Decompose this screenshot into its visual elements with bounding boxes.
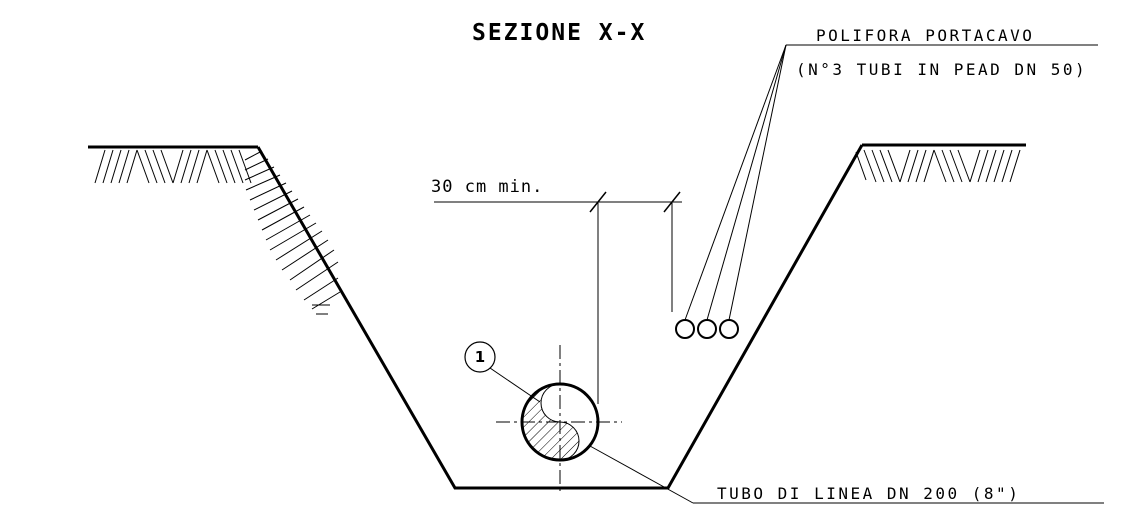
trench-slope-hatch xyxy=(244,150,341,315)
callout-marker xyxy=(464,341,541,403)
ground-surface-left xyxy=(88,145,258,184)
conduit-label-line1: POLIFORA PORTACAVO xyxy=(816,26,1034,45)
conduit-tube-2 xyxy=(697,319,717,339)
conduit-label-line2: (N°3 TUBI IN PEAD DN 50) xyxy=(796,60,1087,79)
dimension-30cm xyxy=(434,191,682,404)
callout-number: 1 xyxy=(475,348,485,366)
conduit-bank xyxy=(675,319,739,339)
dimension-label: 30 cm min. xyxy=(431,177,543,197)
conduit-tube-3 xyxy=(719,319,739,339)
conduit-tube-1 xyxy=(675,319,695,339)
conduit-leader-lines xyxy=(684,44,1098,321)
ground-surface-right xyxy=(855,143,1026,183)
pipe-centerlines xyxy=(496,345,622,492)
trench-outline xyxy=(256,144,864,490)
pipe-label: TUBO DI LINEA DN 200 (8") xyxy=(717,484,1020,503)
pipe-leader-line xyxy=(589,445,1104,504)
section-title: SEZIONE X-X xyxy=(472,20,646,46)
